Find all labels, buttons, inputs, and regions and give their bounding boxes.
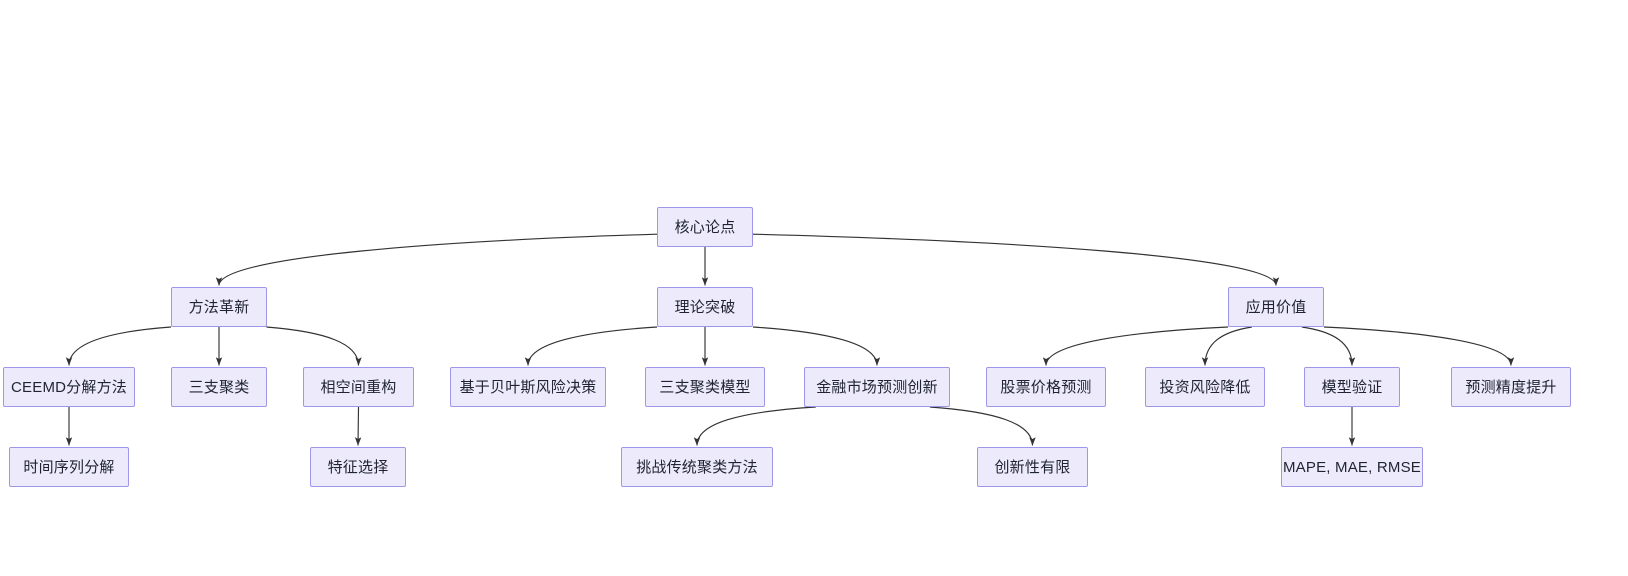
- node-label: 特征选择: [327, 458, 389, 476]
- node-label: 预测精度提升: [1465, 378, 1557, 396]
- node-label: 股票价格预测: [1000, 378, 1092, 396]
- node-l4c3[interactable]: MAPE, MAE, RMSE: [1281, 447, 1423, 487]
- node-label: 创新性有限: [994, 458, 1071, 476]
- node-l4b1[interactable]: 挑战传统聚类方法: [621, 447, 773, 487]
- node-label: 基于贝叶斯风险决策: [459, 378, 597, 396]
- edge-l3b3-to-l4b1: [693, 406, 816, 446]
- node-l4b2[interactable]: 创新性有限: [977, 447, 1088, 487]
- edge-l2c-to-l3c1: [1042, 326, 1229, 366]
- edge-l2b-to-l3b3: [752, 326, 881, 366]
- node-l2b[interactable]: 理论突破: [657, 287, 753, 327]
- node-l4a1[interactable]: 时间序列分解: [9, 447, 129, 487]
- node-label: 应用价值: [1245, 298, 1307, 316]
- edge-l2c-to-l3c4: [1323, 326, 1515, 366]
- node-label: 时间序列分解: [23, 458, 115, 476]
- node-label: 相空间重构: [320, 378, 397, 396]
- node-l3a3[interactable]: 相空间重构: [303, 367, 414, 407]
- edge-l2c-to-l3c2: [1201, 326, 1252, 366]
- node-label: 方法革新: [188, 298, 250, 316]
- node-l3a1[interactable]: CEEMD分解方法: [3, 367, 135, 407]
- node-label: 投资风险降低: [1159, 378, 1251, 396]
- node-l3b2[interactable]: 三支聚类模型: [645, 367, 765, 407]
- node-label: 金融市场预测创新: [816, 378, 938, 396]
- node-l3c1[interactable]: 股票价格预测: [986, 367, 1106, 407]
- node-label: MAPE, MAE, RMSE: [1282, 458, 1422, 476]
- node-l2a[interactable]: 方法革新: [171, 287, 267, 327]
- edge-root-to-l2c: [752, 233, 1280, 286]
- node-l3c3[interactable]: 模型验证: [1304, 367, 1400, 407]
- node-l2c[interactable]: 应用价值: [1228, 287, 1324, 327]
- node-label: 模型验证: [1321, 378, 1383, 396]
- node-label: CEEMD分解方法: [11, 378, 127, 396]
- node-l3b3[interactable]: 金融市场预测创新: [804, 367, 950, 407]
- node-root[interactable]: 核心论点: [657, 207, 753, 247]
- node-l3c2[interactable]: 投资风险降低: [1145, 367, 1265, 407]
- edge-l3b3-to-l4b2: [929, 406, 1036, 446]
- node-label: 挑战传统聚类方法: [636, 458, 758, 476]
- edge-l2c-to-l3c3: [1301, 326, 1356, 366]
- node-label: 核心论点: [674, 218, 736, 236]
- edge-l2a-to-l3a3: [266, 326, 362, 366]
- edge-l3a3-to-l4a3: [354, 406, 362, 446]
- node-label: 三支聚类模型: [659, 378, 751, 396]
- node-l3c4[interactable]: 预测精度提升: [1451, 367, 1571, 407]
- edge-l2a-to-l3a1: [65, 326, 172, 366]
- edge-l2b-to-l3b1: [524, 326, 658, 366]
- edge-paths: [65, 233, 1515, 446]
- node-label: 三支聚类: [188, 378, 250, 396]
- edge-root-to-l2a: [215, 233, 658, 286]
- node-l3a2[interactable]: 三支聚类: [171, 367, 267, 407]
- node-l3b1[interactable]: 基于贝叶斯风险决策: [450, 367, 606, 407]
- node-l4a3[interactable]: 特征选择: [310, 447, 406, 487]
- node-label: 理论突破: [674, 298, 736, 316]
